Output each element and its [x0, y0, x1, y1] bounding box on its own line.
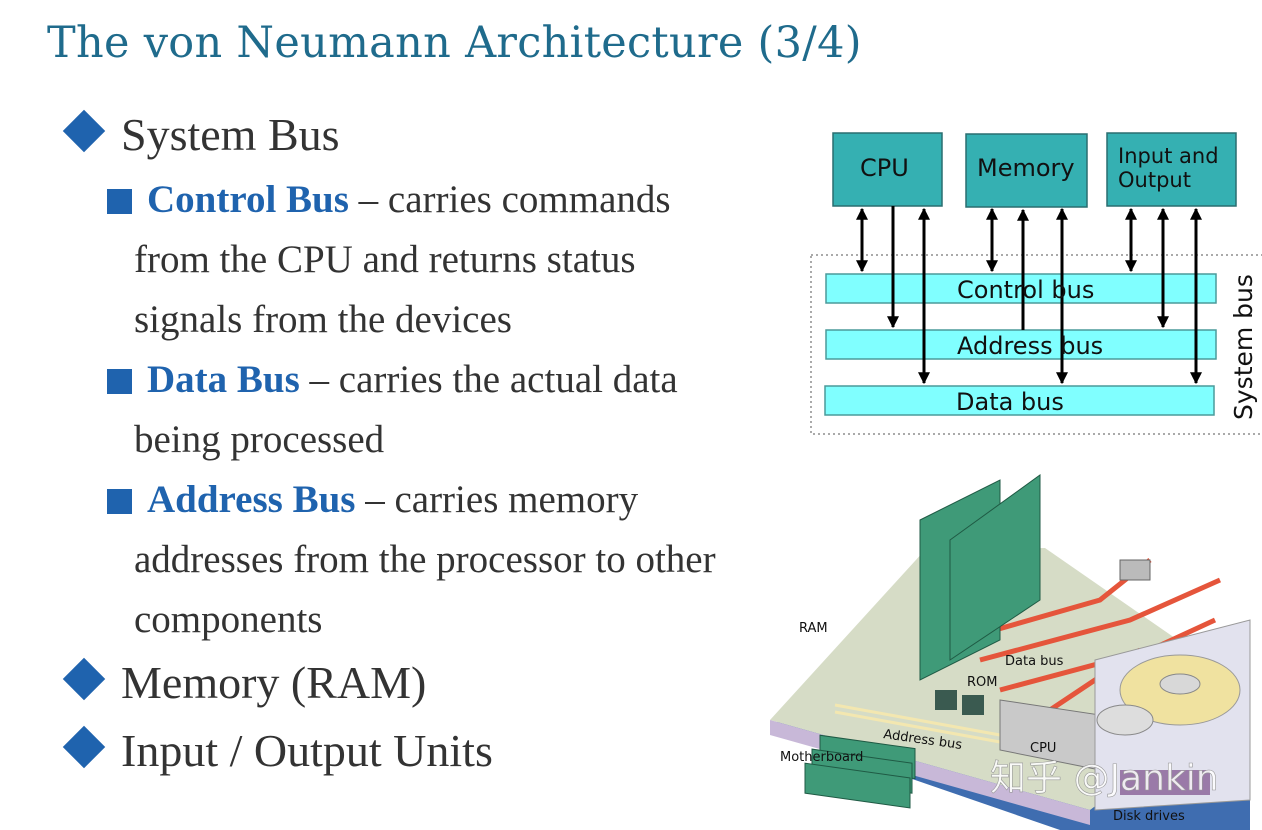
text: from the CPU and returns status	[134, 238, 636, 281]
memory-label: Memory	[977, 154, 1075, 182]
cpu-label: CPU	[860, 154, 909, 182]
mb-cpu-label: CPU	[1030, 741, 1056, 756]
bullet-label: Input / Output Units	[121, 725, 493, 776]
control-bus-bar	[825, 273, 1217, 304]
rom-label: ROM	[967, 675, 997, 690]
text: signals from the devices	[134, 298, 512, 341]
watermark: 知乎 @Jankin	[990, 758, 1219, 799]
bullet-label: System Bus	[121, 109, 340, 160]
square-bullet-icon	[107, 369, 132, 394]
motherboard-label: Motherboard	[780, 750, 863, 765]
data-bus-label: Data bus	[956, 388, 1064, 416]
disk-drives-label: Disk drives	[1113, 809, 1185, 824]
control-bus-label: Control bus	[957, 276, 1094, 304]
square-bullet-icon	[107, 189, 132, 214]
io-label-line2: Output	[1118, 168, 1191, 192]
io-label-line1: Input and	[1118, 144, 1219, 168]
slide-title: The von Neumann Architecture (3/4)	[47, 18, 862, 68]
address-bus-label: Address bus	[957, 332, 1103, 360]
memory-box	[965, 133, 1088, 208]
text: being processed	[134, 418, 385, 461]
text: components	[134, 598, 323, 641]
keyword: Control Bus	[147, 178, 349, 221]
bullet-label: Memory (RAM)	[121, 657, 427, 708]
motherboard-illustration: RAM Data bus ROM Address bus Motherboard…	[770, 474, 1251, 830]
system-bus-label: System bus	[1229, 274, 1258, 420]
ram-label: RAM	[799, 621, 828, 636]
text: – carries memory	[355, 478, 639, 521]
cpu-box	[832, 132, 943, 207]
mb-data-bus-label: Data bus	[1005, 654, 1064, 669]
data-bus-bar	[824, 385, 1215, 416]
system-bus-boundary	[810, 254, 1262, 435]
keyword: Address Bus	[147, 478, 356, 521]
keyword: Data Bus	[147, 358, 300, 401]
text: addresses from the processor to other	[134, 538, 716, 581]
address-bus-bar	[825, 329, 1217, 360]
square-bullet-icon	[107, 489, 132, 514]
text: – carries commands	[348, 178, 671, 221]
io-box	[1106, 132, 1237, 207]
text: – carries the actual data	[299, 358, 678, 401]
